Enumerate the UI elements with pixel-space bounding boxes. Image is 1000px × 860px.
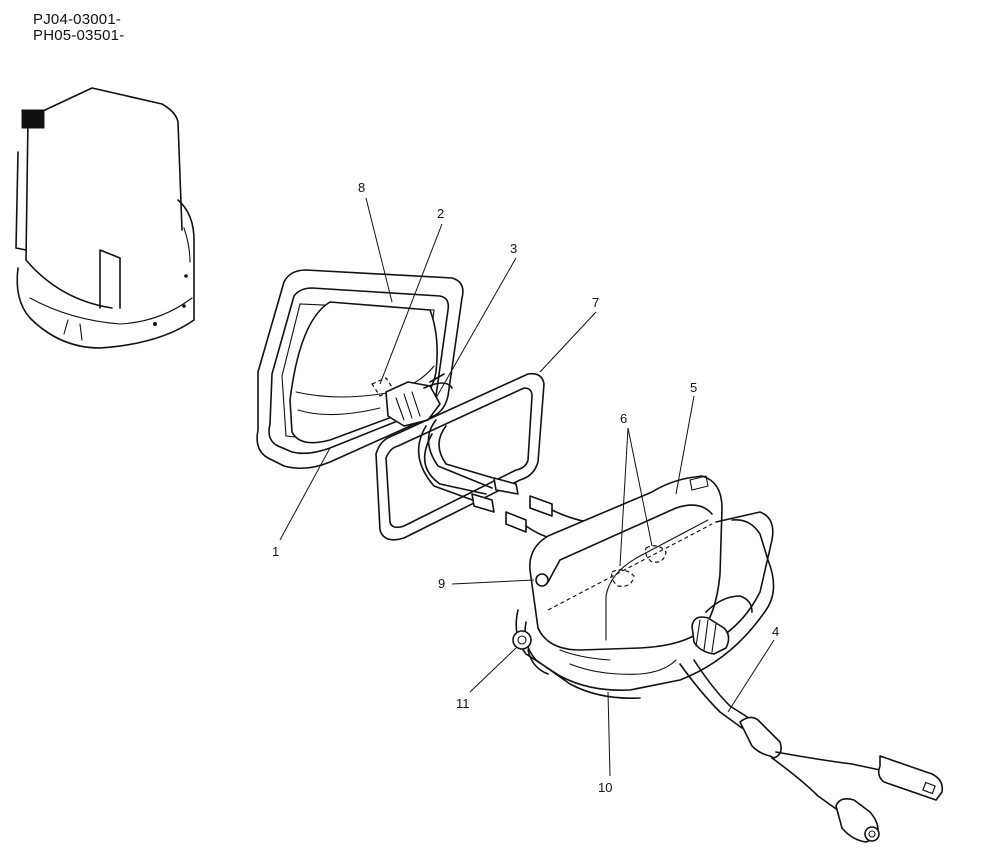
callout-leader-lines [279, 197, 775, 777]
callout-8: 8 [358, 180, 365, 195]
serial-range-2: PH05-03501- [33, 27, 125, 44]
beacon-light-marker [21, 109, 45, 129]
work-lamp-assembly-icon [256, 197, 944, 843]
callout-2: 2 [437, 206, 444, 221]
gasket-part-7 [375, 372, 545, 541]
callout-3: 3 [510, 241, 517, 256]
callout-9: 9 [438, 576, 445, 591]
lamp-body-part-5 [529, 475, 723, 651]
wire-harness-internal [417, 419, 599, 543]
adjusting-knob-part-11 [512, 630, 532, 650]
wire-harness-part-4 [679, 659, 944, 843]
adjusting-knob-right [691, 616, 730, 655]
callout-7: 7 [592, 295, 599, 310]
callout-1: 1 [272, 544, 279, 559]
callout-4: 4 [772, 624, 779, 639]
callout-6: 6 [620, 411, 627, 426]
plug-part-9 [535, 573, 549, 587]
callout-10: 10 [598, 780, 612, 795]
callout-11: 11 [456, 696, 470, 711]
callout-5: 5 [690, 380, 697, 395]
bulb-clip-part-3 [385, 373, 453, 427]
serial-range-1: PJ04-03001- [33, 11, 122, 28]
machine-cab-location-icon [15, 87, 195, 349]
